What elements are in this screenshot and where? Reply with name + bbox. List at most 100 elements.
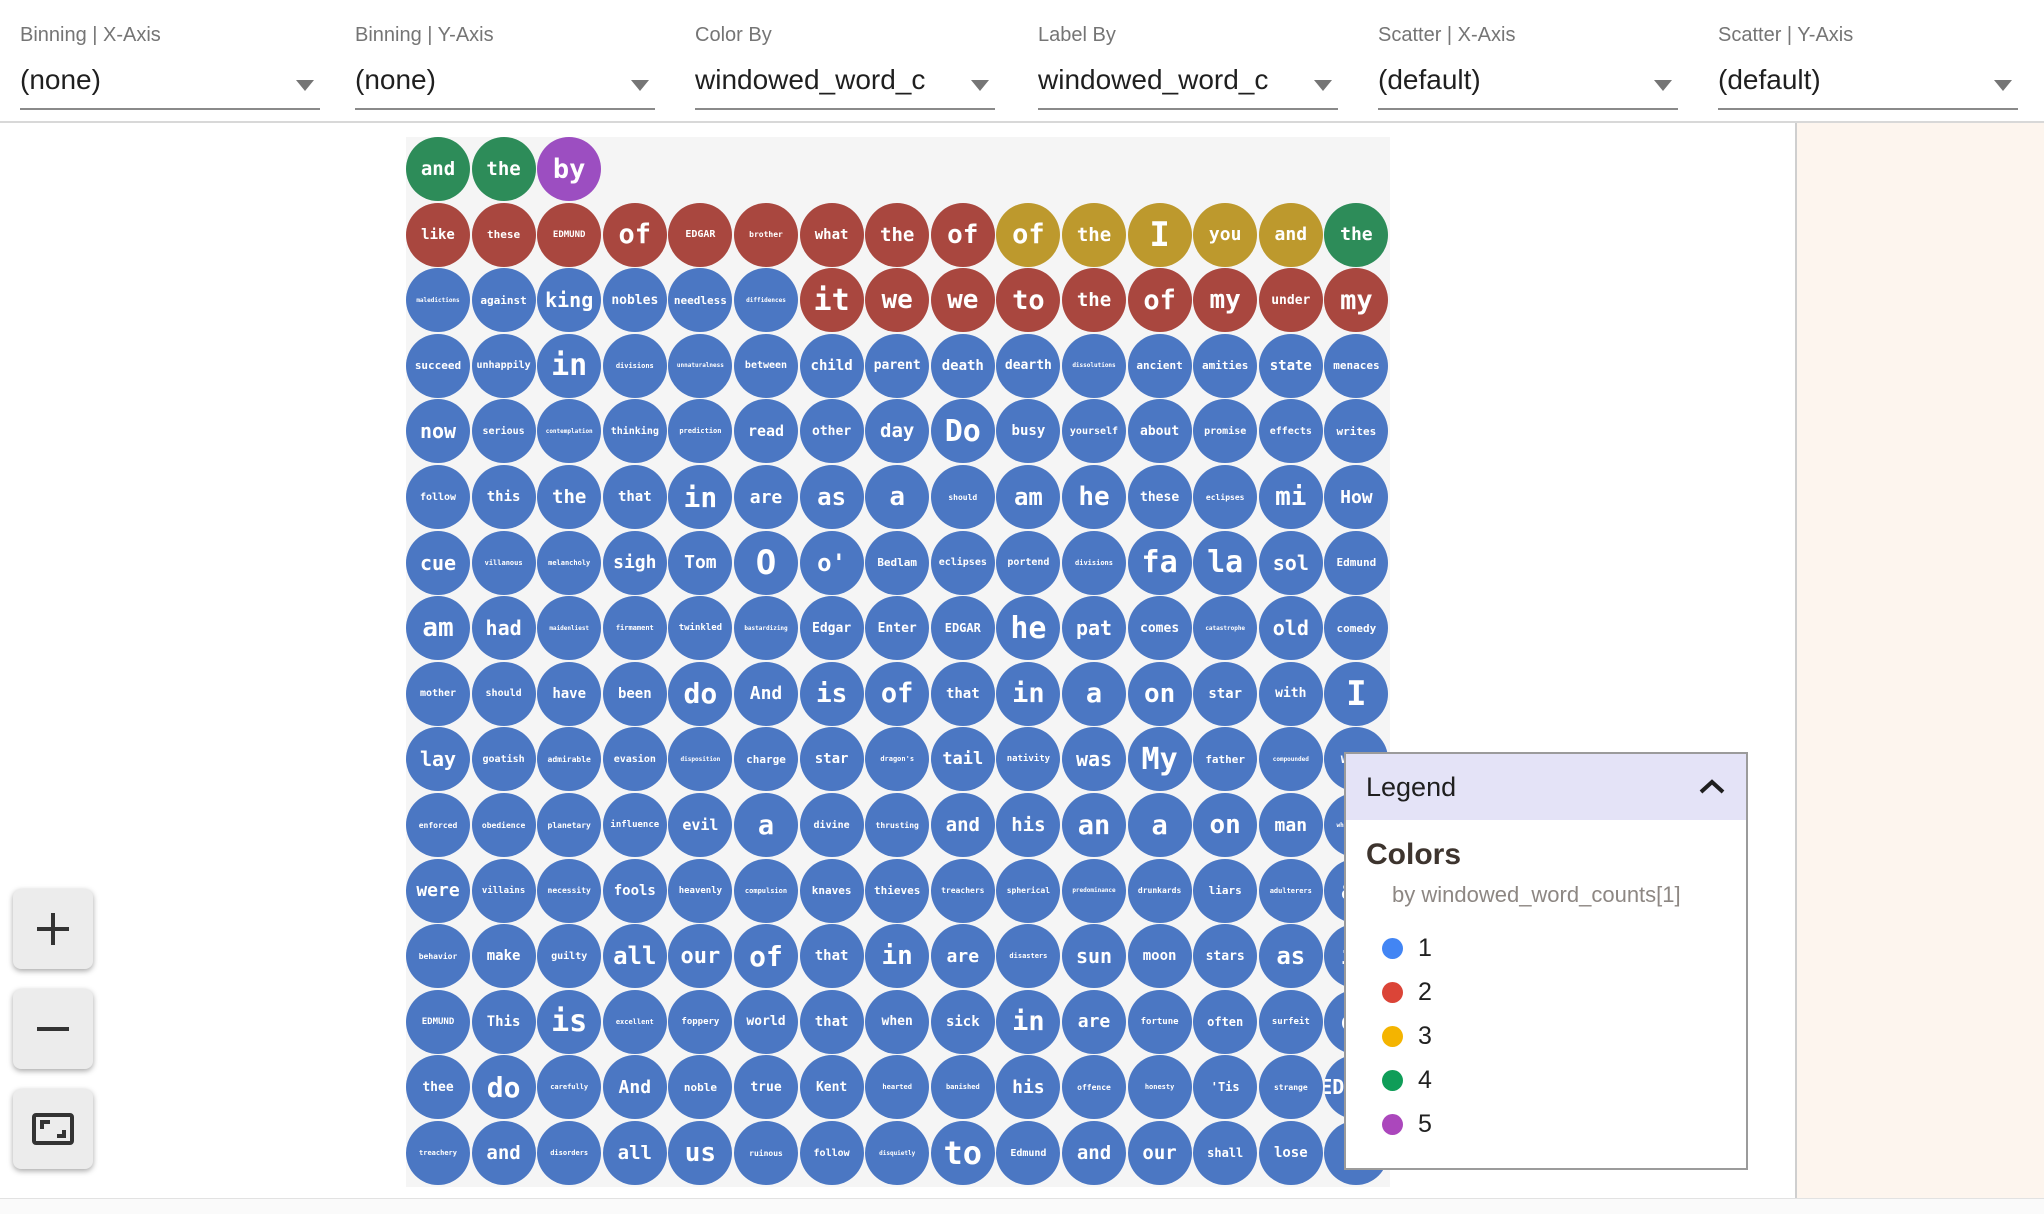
word-circle[interactable]: surfeit — [1258, 989, 1323, 1054]
word-circle[interactable]: sigh — [602, 530, 667, 595]
word-circle[interactable]: his — [996, 793, 1061, 857]
word-circle[interactable]: under — [1258, 268, 1323, 333]
word-circle[interactable]: charge — [734, 727, 798, 792]
word-circle[interactable]: foppery — [668, 989, 733, 1054]
word-circle[interactable]: 'Tis — [1193, 1055, 1258, 1120]
word-circle[interactable]: divine — [799, 793, 864, 857]
word-circle[interactable]: And — [734, 661, 798, 726]
word-circle[interactable]: thrusting — [865, 793, 930, 857]
word-circle[interactable]: disquietly — [865, 1121, 930, 1185]
word-circle[interactable]: had — [471, 596, 536, 661]
word-circle[interactable]: other — [799, 399, 864, 464]
word-circle[interactable]: guilty — [537, 924, 602, 989]
binning-y-axis-select[interactable]: Binning | Y-Axis (none) — [355, 0, 655, 119]
word-circle[interactable]: effects — [1258, 399, 1323, 464]
word-circle[interactable]: is — [799, 661, 864, 726]
word-circle[interactable]: Do — [930, 399, 995, 464]
word-circle[interactable]: ruinous — [734, 1121, 798, 1185]
word-circle[interactable]: the — [471, 137, 536, 201]
word-circle[interactable]: admirable — [537, 727, 602, 792]
word-circle[interactable]: the — [1062, 202, 1126, 267]
word-circle[interactable]: eclipses — [930, 530, 995, 595]
word-circle[interactable]: divisions — [602, 333, 667, 398]
word-circle[interactable]: And — [602, 1055, 667, 1120]
word-circle[interactable]: state — [1258, 333, 1323, 398]
word-circle[interactable]: I — [1324, 661, 1389, 726]
word-circle[interactable]: excellent — [602, 989, 667, 1054]
word-circle[interactable]: cue — [406, 530, 470, 595]
word-circle[interactable]: influence — [602, 793, 667, 857]
word-circle[interactable]: the — [537, 465, 602, 529]
word-circle[interactable]: are — [734, 465, 798, 529]
word-circle[interactable]: nativity — [996, 727, 1061, 792]
word-circle[interactable]: shall — [1193, 1121, 1258, 1185]
word-circle[interactable]: promise — [1193, 399, 1258, 464]
word-circle[interactable]: often — [1193, 989, 1258, 1054]
word-circle[interactable]: the — [1324, 202, 1389, 267]
word-circle[interactable]: menaces — [1324, 333, 1389, 398]
word-circle[interactable]: compounded — [1258, 727, 1323, 792]
word-circle[interactable]: enforced — [406, 793, 470, 857]
word-circle[interactable]: in — [865, 924, 930, 989]
word-circle[interactable]: writes — [1324, 399, 1389, 464]
word-circle[interactable]: all — [602, 1121, 667, 1185]
word-circle[interactable]: in — [668, 465, 733, 529]
word-circle[interactable]: predominance — [1062, 858, 1126, 923]
word-circle[interactable]: treachery — [406, 1121, 470, 1185]
binning-x-axis-select[interactable]: Binning | X-Axis (none) — [20, 0, 320, 119]
word-circle[interactable]: la — [1193, 530, 1258, 595]
word-circle[interactable]: liars — [1193, 858, 1258, 923]
word-circle[interactable]: portend — [996, 530, 1061, 595]
word-circle[interactable]: How — [1324, 465, 1389, 529]
word-circle[interactable]: spherical — [996, 858, 1061, 923]
word-circle[interactable]: and — [471, 1121, 536, 1185]
word-circle[interactable]: bastardizing — [734, 596, 798, 661]
word-circle[interactable]: My — [1127, 727, 1192, 792]
word-circle[interactable]: serious — [471, 399, 536, 464]
word-circle[interactable]: a — [1127, 793, 1192, 857]
word-circle[interactable]: thinking — [602, 399, 667, 464]
word-circle[interactable]: strange — [1258, 1055, 1323, 1120]
word-circle[interactable]: an — [1062, 793, 1126, 857]
word-circle[interactable]: ancient — [1127, 333, 1192, 398]
word-circle[interactable]: prediction — [668, 399, 733, 464]
word-circle[interactable]: and — [406, 137, 470, 201]
word-circle[interactable]: EDGAR — [930, 596, 995, 661]
word-circle[interactable]: world — [734, 989, 798, 1054]
word-circle[interactable]: of — [996, 202, 1061, 267]
word-circle[interactable]: star — [799, 727, 864, 792]
word-circle[interactable]: were — [406, 858, 470, 923]
word-circle[interactable]: EDGAR — [668, 202, 733, 267]
word-circle[interactable]: that — [799, 924, 864, 989]
word-circle[interactable]: busy — [996, 399, 1061, 464]
word-circle[interactable]: evasion — [602, 727, 667, 792]
word-circle[interactable]: been — [602, 661, 667, 726]
word-circle[interactable]: and — [1062, 1121, 1126, 1185]
word-circle[interactable]: maledictions — [406, 268, 470, 333]
word-circle[interactable]: follow — [799, 1121, 864, 1185]
word-circle[interactable]: child — [799, 333, 864, 398]
word-circle[interactable]: between — [734, 333, 798, 398]
word-circle[interactable]: Edmund — [1324, 530, 1389, 595]
word-circle[interactable]: twinkled — [668, 596, 733, 661]
word-circle[interactable]: disposition — [668, 727, 733, 792]
word-circle[interactable]: in — [996, 989, 1061, 1054]
word-circle[interactable]: dissolutions — [1062, 333, 1126, 398]
word-circle[interactable]: nobles — [602, 268, 667, 333]
zoom-out-button[interactable] — [13, 989, 93, 1069]
word-circle[interactable]: obedience — [471, 793, 536, 857]
word-circle[interactable]: eclipses — [1193, 465, 1258, 529]
zoom-in-button[interactable] — [13, 889, 93, 969]
word-circle[interactable]: you — [1193, 202, 1258, 267]
word-circle[interactable]: make — [471, 924, 536, 989]
word-circle[interactable]: succeed — [406, 333, 470, 398]
word-circle[interactable]: thee — [406, 1055, 470, 1120]
word-circle[interactable]: melancholy — [537, 530, 602, 595]
word-circle[interactable]: all — [602, 924, 667, 989]
word-circle[interactable]: hearted — [865, 1055, 930, 1120]
word-circle[interactable]: am — [406, 596, 470, 661]
word-circle[interactable]: on — [1127, 661, 1192, 726]
word-circle[interactable]: compulsion — [734, 858, 798, 923]
word-circle[interactable]: that — [799, 989, 864, 1054]
